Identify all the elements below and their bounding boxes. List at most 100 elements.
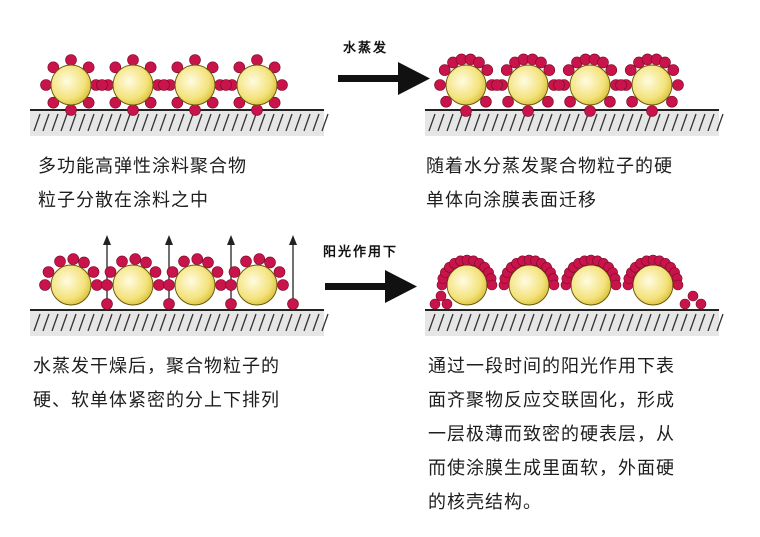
substrate-hatch [626, 313, 634, 332]
substrate-hatch [491, 313, 499, 332]
substrate-hatch [150, 313, 158, 332]
polymer-particle-core [236, 64, 278, 106]
monomer-dot [473, 56, 485, 69]
substrate-hatch [644, 113, 652, 132]
substrate-hatch [105, 313, 113, 332]
arrow-label-sunlight: 阳光作用下 [323, 245, 399, 260]
substrate-hatch [698, 313, 706, 332]
substrate-hatch [599, 113, 607, 132]
monomer-dot [441, 298, 453, 310]
substrate-hatch [51, 113, 59, 132]
monomer-dot [104, 266, 117, 278]
substrate-hatch [87, 313, 95, 332]
substrate-hatch [78, 113, 86, 132]
monomer-dot [264, 256, 276, 269]
substrate-hatch [114, 313, 122, 332]
substrate-hatch [141, 313, 149, 332]
arrow-right-icon [325, 270, 417, 303]
monomer-dot [251, 54, 263, 66]
monomer-dot [206, 61, 219, 74]
monomer-dot [500, 64, 513, 76]
monomer-dot [597, 56, 609, 69]
substrate-hatch [518, 313, 526, 332]
monomer-dot [584, 105, 596, 117]
substrate-hatch [671, 113, 679, 132]
substrate-hatch [437, 313, 445, 332]
substrate-hatch [500, 313, 508, 332]
monomer-dot [65, 54, 77, 66]
up-arrow-head [103, 235, 111, 245]
monomer-dot [548, 279, 560, 291]
monomer-dot [129, 253, 142, 265]
monomer-dot [91, 279, 103, 291]
substrate-hatch [42, 313, 50, 332]
monomer-dot [273, 266, 286, 278]
substrate-hatch [195, 313, 203, 332]
monomer-dot [127, 54, 139, 66]
caption-step2: 随着水分蒸发聚合物粒子的硬 单体向涂膜表面迁移 [426, 156, 673, 211]
monomer-dot [626, 95, 638, 108]
substrate-hatch [267, 113, 275, 132]
monomer-dot [672, 279, 684, 291]
caption-step1: 多功能高弹性涂料聚合物 粒子分散在涂料之中 [38, 156, 247, 211]
substrate-hatch [554, 113, 562, 132]
monomer-dot [225, 298, 237, 310]
substrate-hatch [671, 313, 679, 332]
substrate-hatch [617, 313, 625, 332]
monomer-dot [166, 266, 179, 278]
substrate [30, 310, 324, 336]
monomer-dot [189, 104, 201, 116]
substrate-hatch [231, 313, 239, 332]
monomer-dot [67, 253, 80, 265]
monomer-dot [225, 279, 237, 291]
substrate-hatch [680, 113, 688, 132]
monomer-dot [440, 95, 452, 108]
monomer-dot [189, 54, 201, 66]
monomer-dot [228, 266, 241, 278]
polymer-particle-core [631, 64, 673, 106]
substrate-hatch [464, 113, 472, 132]
substrate-hatch [276, 313, 284, 332]
substrate-hatch [33, 113, 41, 132]
diagram-step3 [30, 235, 329, 336]
monomer-dot [438, 64, 451, 76]
monomer-dot [82, 96, 95, 109]
substrate-hatch [132, 113, 140, 132]
monomer-dot [604, 95, 616, 108]
monomer-dot [553, 79, 565, 91]
monomer-dot [39, 279, 51, 291]
monomer-dot [101, 298, 113, 310]
substrate-hatch [87, 113, 95, 132]
up-arrow-head [227, 235, 235, 245]
substrate-hatch [716, 113, 724, 132]
polymer-particle-core [507, 64, 549, 106]
monomer-dot [542, 95, 554, 108]
monomer-dot [171, 61, 184, 74]
monomer-dot [624, 64, 637, 76]
substrate-hatch [527, 113, 535, 132]
monomer-dot [695, 298, 707, 310]
monomer-dot [535, 56, 547, 69]
substrate-hatch [545, 113, 553, 132]
monomer-dot [667, 64, 680, 76]
substrate-hatch [680, 313, 688, 332]
substrate-hatch [177, 113, 185, 132]
polymer-particle-core [445, 64, 487, 106]
monomer-dot [646, 105, 658, 117]
substrate-hatch [33, 313, 41, 332]
monomer-dot [153, 279, 165, 291]
substrate [425, 310, 719, 336]
substrate-hatch [536, 113, 544, 132]
monomer-dot [101, 279, 113, 291]
substrate-hatch [464, 313, 472, 332]
substrate-hatch [554, 313, 562, 332]
monomer-dot [215, 279, 227, 291]
monomer-dot [480, 95, 492, 108]
substrate-hatch [186, 113, 194, 132]
substrate-hatch [590, 113, 598, 132]
substrate-hatch [563, 113, 571, 132]
substrate-hatch [653, 313, 661, 332]
substrate-hatch [204, 313, 212, 332]
monomer-dot [605, 64, 618, 76]
substrate-hatch [240, 113, 248, 132]
